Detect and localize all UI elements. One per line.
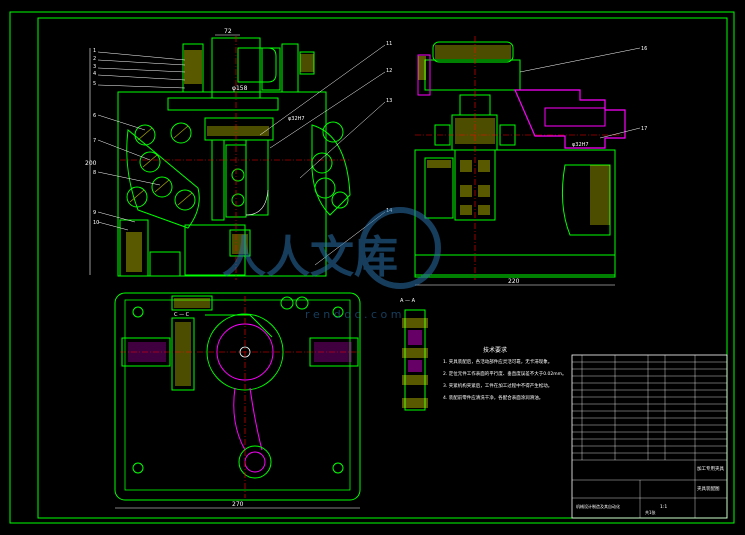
callout-2: 2 <box>93 56 96 62</box>
note-line-2: 2. 定位元件工作表面的平行度、垂直度误差不大于0.02mm。 <box>443 370 567 377</box>
title-block-school: 机械设计制造及其自动化 <box>576 503 620 509</box>
front-dim-height: 200 <box>85 160 97 167</box>
title-block-drawing-title: 夹具装配图 <box>697 485 720 492</box>
top-section-label: C — C <box>174 312 190 318</box>
callout-17: 17 <box>641 126 647 132</box>
top-dim-width: 270 <box>232 501 244 508</box>
callout-10: 10 <box>93 220 99 226</box>
front-dim-note: φ32H7 <box>288 116 305 122</box>
drawing-inner-border <box>37 17 728 519</box>
callout-7: 7 <box>93 138 96 144</box>
note-line-3: 3. 夹紧机构夹紧后，工件在加工过程中不得产生松动。 <box>443 382 552 389</box>
front-view: 72 φ158 200 φ32H7 <box>85 28 392 280</box>
side-dim-width: 220 <box>508 278 520 285</box>
callout-6: 6 <box>93 113 96 119</box>
callout-3: 3 <box>93 64 96 70</box>
side-dim-note: φ32H7 <box>572 142 589 148</box>
title-block-sheet: 共1张 <box>645 509 656 515</box>
side-view: 220 φ32H7 16 17 <box>414 36 647 286</box>
note-line-4: 4. 装配前零件应清洗干净，各配合表面涂润滑油。 <box>443 394 543 401</box>
note-line-1: 1. 夹具装配后，各活动部件应灵活可靠，无卡滞现象。 <box>443 358 552 365</box>
technical-notes: 技术要求 1. 夹具装配后，各活动部件应灵活可靠，无卡滞现象。 2. 定位元件工… <box>443 346 567 401</box>
top-view: C — C 270 <box>114 292 361 509</box>
callout-12: 12 <box>386 68 392 74</box>
title-block: 加工专用夹具 夹具装配图 机械设计制造及其自动化 1:1 共1张 <box>571 354 728 519</box>
front-dim-width: φ158 <box>232 85 248 92</box>
callout-4: 4 <box>93 71 96 77</box>
title-block-scale: 1:1 <box>660 504 667 510</box>
callout-11: 11 <box>386 41 392 47</box>
callout-16: 16 <box>641 46 647 52</box>
callout-8: 8 <box>93 170 96 176</box>
watermark: 人人文库 r e n d o c . c o m <box>222 207 441 321</box>
section-aa-label: A — A <box>400 298 416 304</box>
callout-5: 5 <box>93 81 96 87</box>
notes-title: 技术要求 <box>483 346 507 354</box>
title-block-name: 加工专用夹具 <box>697 465 724 472</box>
watermark-text: 人人文库 <box>222 232 398 283</box>
callout-1: 1 <box>93 48 96 54</box>
callout-9: 9 <box>93 210 96 216</box>
callout-13: 13 <box>386 98 392 104</box>
section-aa: A — A <box>400 298 428 411</box>
watermark-url: r e n d o c . c o m <box>305 308 401 321</box>
drawing-border <box>9 11 735 524</box>
front-dim-top: 72 <box>224 28 232 35</box>
